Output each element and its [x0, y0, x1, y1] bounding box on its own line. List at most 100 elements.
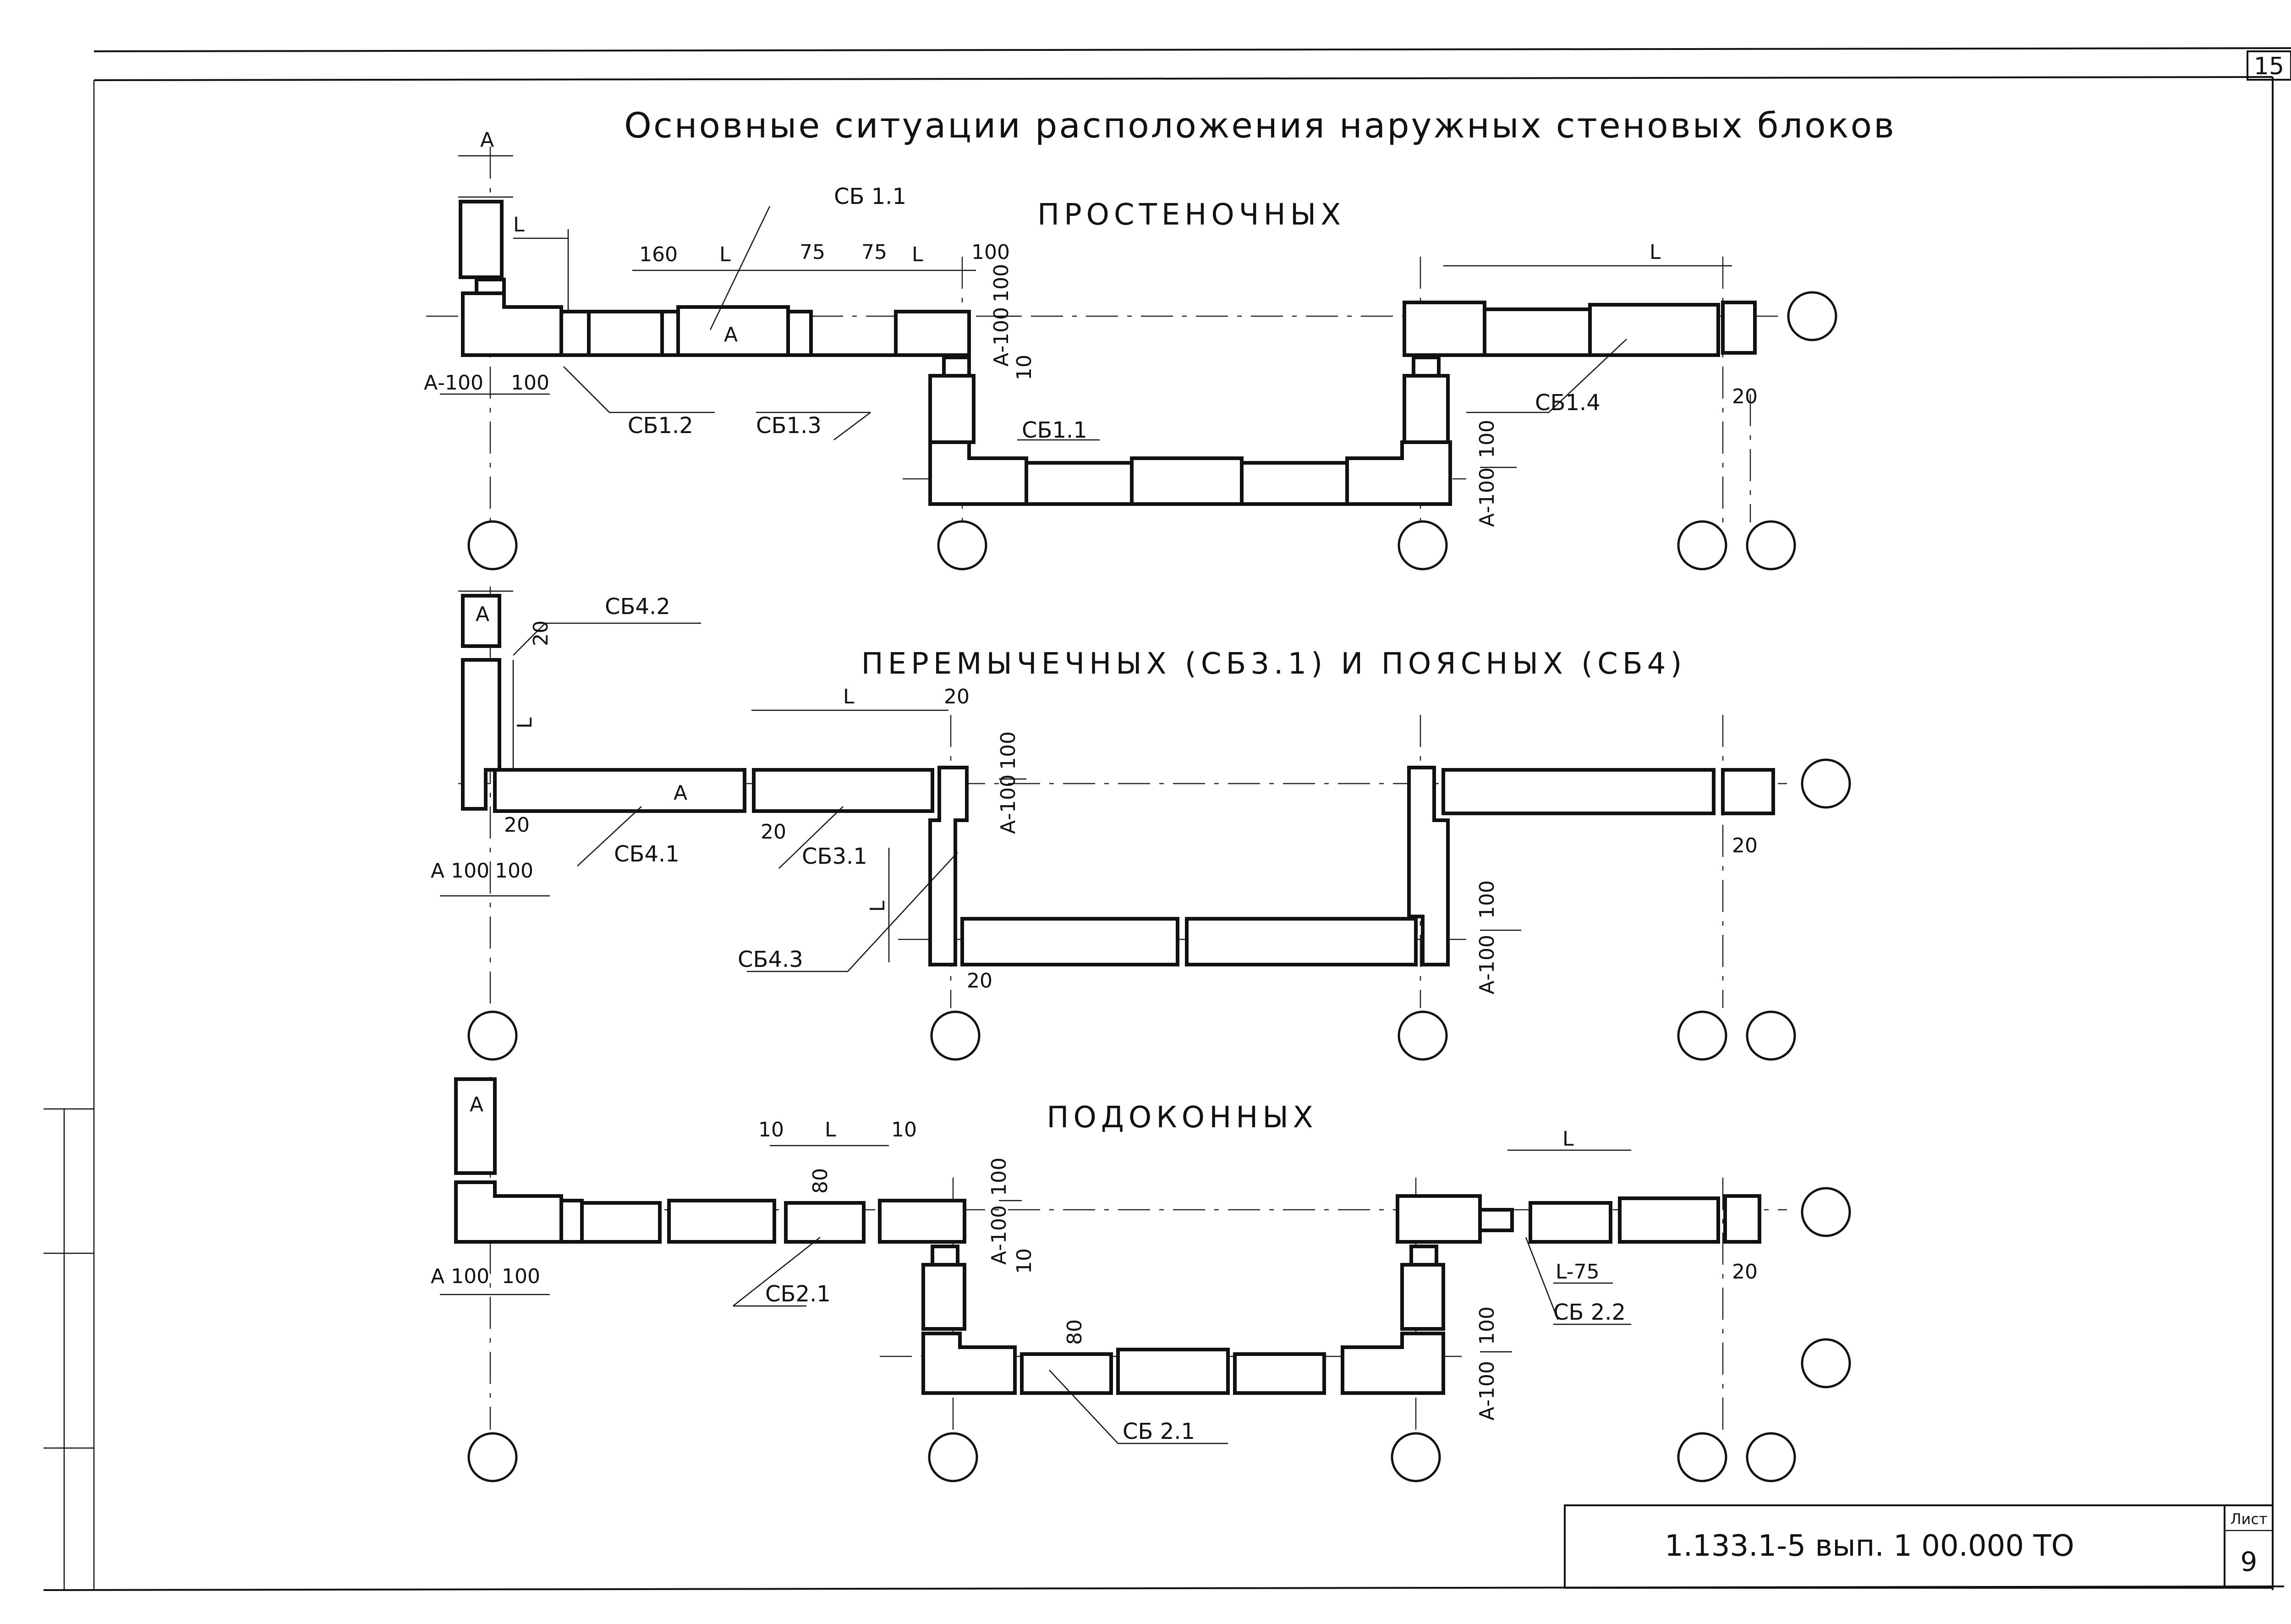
axis-marker — [1746, 1010, 1796, 1061]
axis-marker — [1801, 758, 1851, 809]
dim-100v: 100 — [987, 1158, 1011, 1196]
dim-100a: 100 — [495, 859, 533, 883]
dim-100a: 100 — [502, 1265, 540, 1288]
dim-l2: L — [1562, 1127, 1574, 1151]
wall-block — [928, 374, 976, 444]
label-sb13: СБ1.3 — [756, 413, 822, 439]
dim-20c: 20 — [504, 813, 530, 837]
dim-100r: 100 — [1475, 420, 1499, 458]
section-heading-sill: ПОДОКОННЫХ — [1047, 1101, 1317, 1135]
axis-marker — [1677, 1010, 1727, 1061]
wall-block — [1721, 768, 1775, 815]
dim-80b: 80 — [1063, 1319, 1086, 1345]
dim-a100v: А-100 — [990, 307, 1013, 367]
dim-l-vert: L — [513, 717, 537, 729]
label-sb42: СБ4.2 — [605, 594, 670, 620]
dim-80a: 80 — [809, 1168, 832, 1194]
section-lintel-belt-blocks: ПЕРЕМЫЧЕЧНЫХ (СБ3.1) И ПОЯСНЫХ (СБ4) — [431, 587, 1851, 1061]
dim-a100r: А-100 — [1475, 935, 1499, 994]
dim-a100v: А-100 — [997, 774, 1020, 834]
axis-marker — [467, 1432, 518, 1482]
wall-block — [454, 1077, 497, 1175]
axis-marker — [930, 1010, 981, 1061]
dim-a100r: А-100 — [1475, 467, 1499, 527]
wall-block — [931, 1245, 959, 1267]
dim-a100v: А-100 — [987, 1205, 1011, 1265]
wall-block — [1412, 356, 1441, 378]
dim-a-mark: А — [724, 323, 738, 346]
doc-code: 1.133.1-5 вып. 1 00.000 ТО — [1665, 1529, 2074, 1563]
wall-block — [1409, 1245, 1438, 1267]
dim-l3: L — [912, 243, 923, 266]
wall-block — [1618, 1196, 1720, 1244]
dim-a: А — [480, 128, 494, 152]
axis-marker — [1801, 1338, 1851, 1388]
wall-block — [1116, 1348, 1230, 1395]
dim-20e: 20 — [967, 969, 992, 993]
wall-block — [1441, 768, 1716, 815]
dim-a100h: А 100 — [431, 1265, 489, 1288]
wall-block — [1721, 301, 1757, 355]
dim-160: 160 — [639, 243, 678, 266]
axis-marker — [1746, 520, 1796, 571]
axis-marker — [1391, 1432, 1441, 1482]
dim-20: 20 — [1732, 1260, 1758, 1284]
dim-10b: 10 — [891, 1118, 917, 1141]
wall-block — [580, 1201, 662, 1244]
axis-marker — [467, 520, 518, 571]
title-block — [1564, 1504, 2274, 1589]
wall-block — [667, 1199, 776, 1244]
wall-block — [1396, 1194, 1482, 1244]
label-sb12: СБ1.2 — [628, 413, 693, 439]
axis-marker — [1398, 520, 1448, 571]
wall-block — [960, 917, 1179, 966]
dim-l-low: L — [866, 900, 889, 912]
wall-block — [1233, 1352, 1326, 1395]
dim-l4: L — [1650, 241, 1661, 264]
wall-block — [928, 766, 969, 966]
wall-block — [559, 1199, 584, 1244]
wall-block — [1400, 1263, 1445, 1331]
axis-marker — [1801, 1187, 1851, 1237]
axis-marker — [928, 1432, 978, 1482]
dim-100v: 100 — [990, 264, 1013, 302]
axis-marker — [1746, 1432, 1796, 1482]
dim-100v: 100 — [997, 731, 1020, 770]
sheet-number: 9 — [2241, 1546, 2258, 1577]
axis-marker — [1677, 520, 1727, 571]
dim-10: 10 — [1013, 355, 1036, 380]
dim-20f: 20 — [1732, 834, 1758, 857]
dim-l1: L — [825, 1118, 836, 1141]
wall-block — [1025, 461, 1134, 506]
dim-a100h: А-100 — [424, 371, 483, 395]
wall-block — [1483, 307, 1592, 357]
dim-a-mark: А — [674, 781, 687, 805]
sheet-title: Основные ситуации расположения наружных … — [624, 105, 1896, 146]
wall-block — [921, 1263, 966, 1331]
label-sb43: СБ4.3 — [738, 947, 803, 972]
dim-l2: L — [719, 243, 731, 266]
wall-block — [454, 1180, 563, 1244]
page-number-top: 15 — [2254, 53, 2284, 80]
wall-block — [475, 278, 506, 295]
wall-block — [1403, 374, 1450, 444]
wall-block — [461, 658, 501, 811]
dim-10c: 10 — [1013, 1248, 1036, 1274]
label-sb41: СБ4.1 — [614, 841, 680, 867]
wall-block — [1240, 461, 1349, 506]
dim-20a: 20 — [529, 620, 553, 646]
wall-block — [942, 356, 971, 378]
axis-marker — [1787, 291, 1837, 341]
dim-100b: 100 — [511, 371, 549, 395]
axis-marker — [937, 520, 987, 571]
dim-a100r: А-100 — [1475, 1361, 1499, 1421]
wall-block — [1723, 1194, 1761, 1244]
label-sb11-mid: СБ1.1 — [1022, 417, 1087, 443]
section-heading-lintel: ПЕРЕМЫЧЕЧНЫХ (СБ3.1) И ПОЯСНЫХ (СБ4) — [861, 647, 1687, 681]
wall-block — [461, 594, 501, 648]
dim-10a: 10 — [758, 1118, 784, 1141]
wall-block — [1345, 440, 1452, 506]
dim-a: А — [476, 603, 489, 626]
sheet-frame — [43, 47, 2291, 1591]
